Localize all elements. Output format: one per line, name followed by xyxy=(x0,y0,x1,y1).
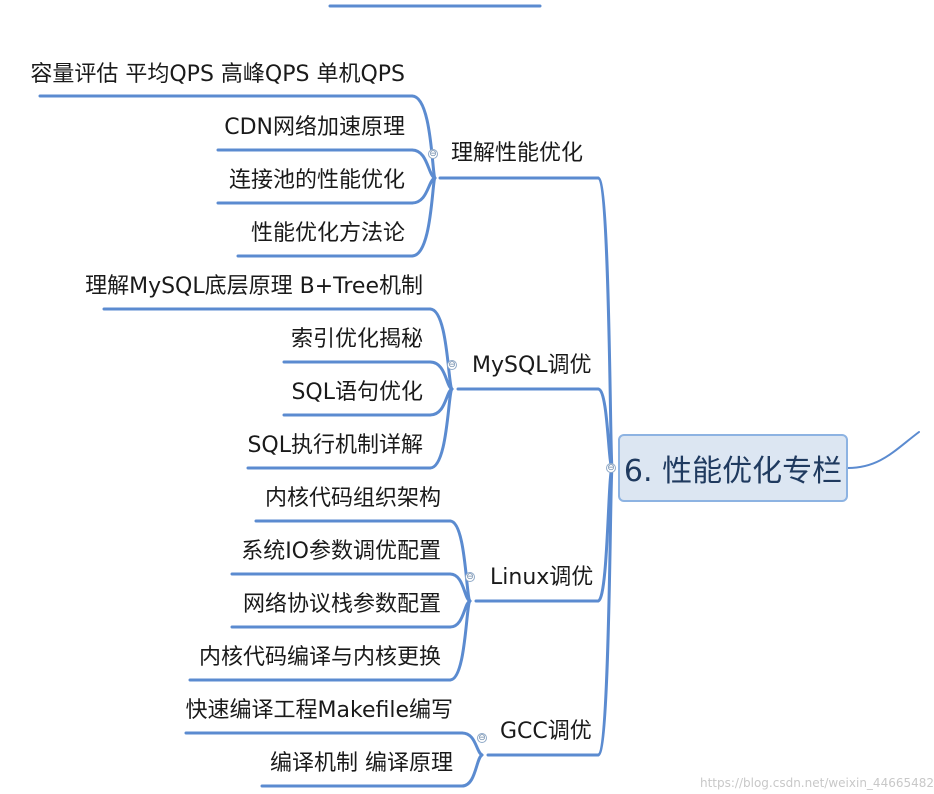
branch-label-linux[interactable]: Linux调优 xyxy=(490,565,594,590)
leaf-node[interactable]: 内核代码组织架构 xyxy=(264,486,441,511)
leaf-node[interactable]: 内核代码编译与内核更换 xyxy=(198,645,441,670)
leaf-node[interactable]: 理解MySQL底层原理 B+Tree机制 xyxy=(85,274,423,299)
leaf-node[interactable]: CDN网络加速原理 xyxy=(224,115,405,140)
leaf-node[interactable]: 快速编译工程Makefile编写 xyxy=(185,698,453,723)
leaf-node[interactable]: 网络协议栈参数配置 xyxy=(242,592,441,617)
leaf-node[interactable]: 索引优化揭秘 xyxy=(290,327,423,352)
root-collapse-icon[interactable]: ⊖ xyxy=(606,463,616,473)
leaf-node[interactable]: 容量评估 平均QPS 高峰QPS 单机QPS xyxy=(30,62,405,87)
leaf-node[interactable]: SQL执行机制详解 xyxy=(247,433,423,458)
branch-label-mysql[interactable]: MySQL调优 xyxy=(472,353,592,378)
branch-2-collapse-icon[interactable]: ⊖ xyxy=(447,360,457,370)
branch-4-collapse-icon[interactable]: ⊖ xyxy=(477,733,487,743)
leaf-node[interactable]: SQL语句优化 xyxy=(291,380,423,405)
leaf-node[interactable]: 性能优化方法论 xyxy=(250,221,405,246)
leaf-node[interactable]: 系统IO参数调优配置 xyxy=(241,539,441,564)
branch-label-gcc[interactable]: GCC调优 xyxy=(500,719,592,744)
offscreen-connector xyxy=(847,431,920,469)
leaf-node[interactable]: 连接池的性能优化 xyxy=(228,168,405,193)
watermark-text: https://blog.csdn.net/weixin_44665482 xyxy=(700,776,934,790)
branch-3-collapse-icon[interactable]: ⊖ xyxy=(465,572,475,582)
branch-label-performance[interactable]: 理解性能优化 xyxy=(451,141,584,166)
root-node[interactable]: 6. 性能优化专栏 xyxy=(618,434,848,502)
branch-1-collapse-icon[interactable]: ⊖ xyxy=(428,149,438,159)
leaf-node[interactable]: 编译机制 编译原理 xyxy=(270,751,453,776)
